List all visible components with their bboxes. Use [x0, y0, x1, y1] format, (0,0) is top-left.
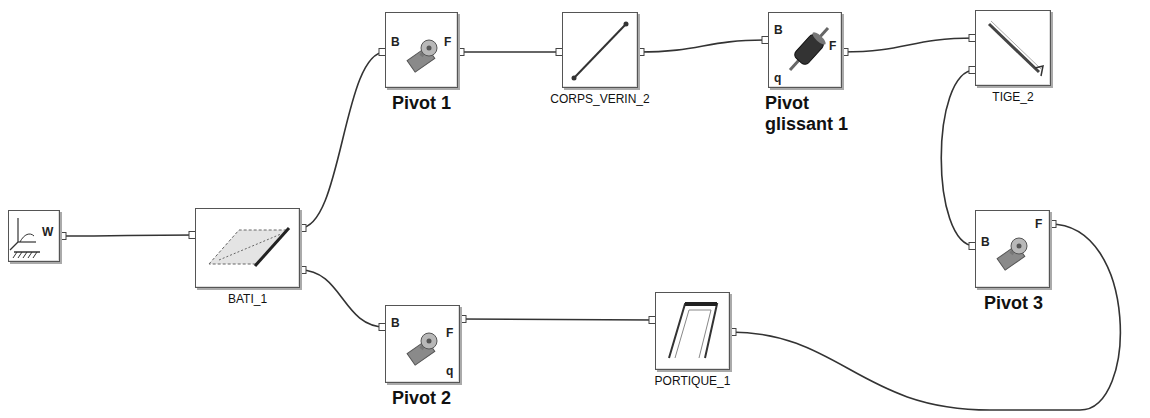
- block-label: Pivot 1: [392, 93, 451, 114]
- connection-line: [638, 40, 768, 52]
- block-label: Pivot 3: [984, 293, 1043, 314]
- port-letter: F: [829, 39, 836, 53]
- connection-line: [730, 224, 1120, 410]
- block-label: TIGE_2: [992, 91, 1033, 105]
- port-letter: B: [391, 35, 400, 49]
- port-letter: q: [774, 71, 781, 85]
- connection-line: [460, 319, 655, 320]
- port-square: [299, 225, 306, 232]
- port-square: [459, 316, 466, 323]
- connection-line: [300, 52, 385, 228]
- block-label: BATI_1: [228, 293, 267, 307]
- port-square: [729, 329, 736, 336]
- port-square: [841, 49, 848, 56]
- port-letter: B: [981, 235, 990, 249]
- block: BATI_1: [195, 208, 300, 288]
- port-letter: W: [42, 225, 53, 239]
- gantry-icon: [655, 292, 730, 370]
- block: TIGE_2: [975, 10, 1051, 86]
- port-letter: q: [446, 364, 453, 378]
- port-square: [1049, 221, 1056, 228]
- block: BFPivot 3: [975, 210, 1050, 288]
- port-square: [299, 267, 306, 274]
- port-square: [457, 49, 464, 56]
- connection-line: [842, 38, 975, 52]
- block-label: PORTIQUE_1: [655, 375, 731, 389]
- port-letter: B: [774, 23, 783, 37]
- block: BFqPivot glissant 1: [768, 12, 842, 88]
- revolute-icon: [385, 305, 458, 381]
- connection-line: [60, 235, 195, 236]
- rod-icon: [975, 10, 1051, 86]
- block: PORTIQUE_1: [655, 292, 730, 370]
- block-label: Pivot glissant 1: [765, 93, 873, 134]
- port-square: [637, 49, 644, 56]
- port-letter: F: [446, 326, 453, 340]
- revolute-icon: [385, 12, 458, 88]
- block-label: CORPS_VERIN_2: [550, 93, 649, 107]
- connection-line: [458, 51, 562, 53]
- port-letter: F: [444, 35, 451, 49]
- block: BFPivot 1: [385, 12, 458, 88]
- port-letter: F: [1035, 217, 1042, 231]
- frame-icon: [195, 208, 300, 288]
- port-letter: B: [391, 316, 400, 330]
- world-icon: [8, 210, 60, 262]
- revolute-icon: [975, 210, 1048, 286]
- block: W: [8, 210, 60, 262]
- block-label: Pivot 2: [392, 388, 451, 409]
- block: CORPS_VERIN_2: [562, 12, 638, 88]
- connection-line: [941, 70, 975, 246]
- port-square: [59, 233, 66, 240]
- connection-line: [300, 270, 385, 327]
- cylinder-body-icon: [562, 12, 638, 88]
- cylindrical-joint-icon: [768, 12, 842, 88]
- block: BFqPivot 2: [385, 305, 460, 383]
